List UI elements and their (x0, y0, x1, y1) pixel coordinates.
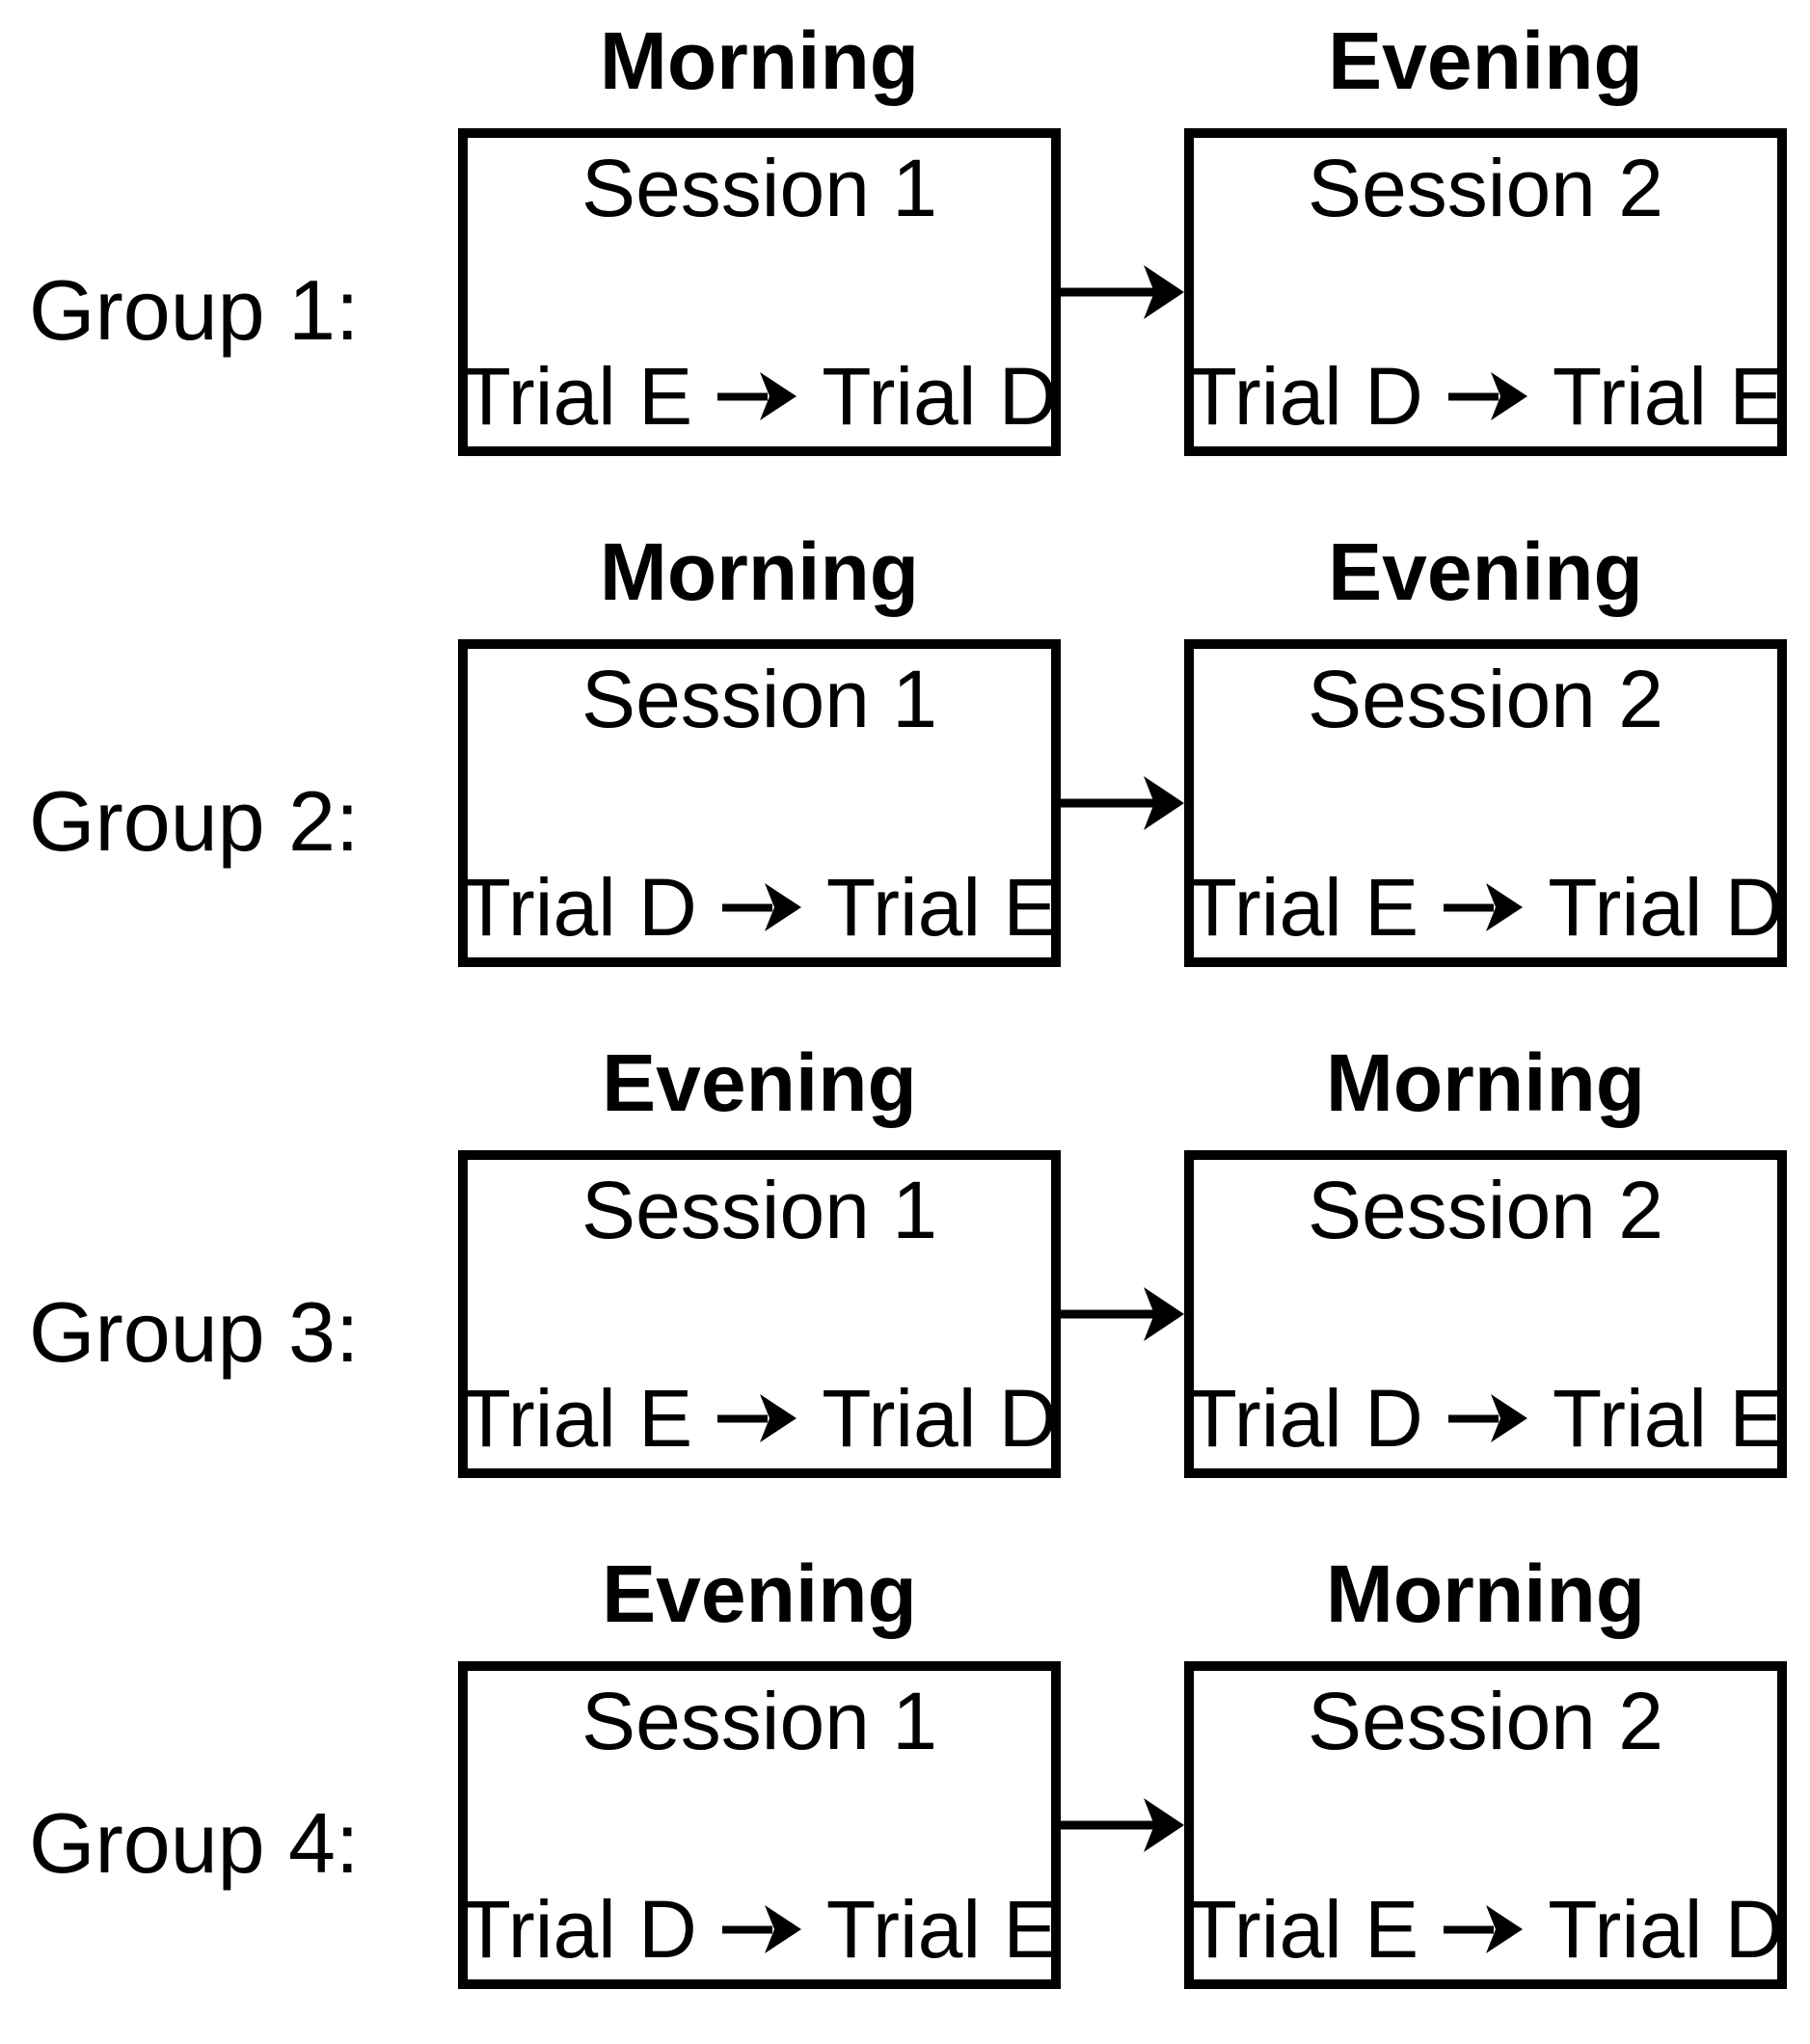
session-connector-right-arrow-icon (1061, 776, 1184, 830)
session-2-column: Morning Session 2 Trial E Trial D (1184, 1533, 1787, 1989)
right-arrow-icon (1447, 372, 1527, 420)
session-title: Session 1 (581, 654, 937, 744)
trial-first-label: Trial E (1187, 1884, 1419, 1975)
trial-first-label: Trial D (1187, 351, 1423, 442)
right-arrow-icon (721, 883, 801, 931)
time-of-day-heading: Evening (1328, 525, 1643, 617)
right-arrow-icon (1444, 1905, 1524, 1953)
session-box: Session 1 Trial D Trial E (458, 639, 1061, 967)
group-label: Group 2: (29, 773, 360, 869)
trial-second-label: Trial E (825, 862, 1058, 953)
trial-first-label: Trial D (1187, 1373, 1423, 1464)
right-arrow-icon (1447, 1394, 1527, 1442)
trial-sequence: Trial D Trial E (1188, 1378, 1784, 1459)
time-of-day-heading: Morning (1325, 1547, 1646, 1639)
trial-second-label: Trial D (822, 1373, 1058, 1464)
session-title: Session 2 (1308, 1165, 1663, 1255)
trial-second-label: Trial E (1552, 1373, 1784, 1464)
time-of-day-heading: Evening (602, 1547, 917, 1639)
session-2-column: Evening Session 2 Trial E Trial D (1184, 511, 1787, 967)
trial-second-label: Trial D (1548, 862, 1784, 953)
trial-first-label: Trial D (461, 1884, 697, 1975)
session-title: Session 1 (581, 1165, 937, 1255)
trial-sequence: Trial D Trial E (1188, 356, 1784, 437)
group-label: Group 4: (29, 1795, 360, 1891)
right-arrow-icon (717, 372, 797, 420)
session-box: Session 2 Trial D Trial E (1184, 128, 1787, 456)
session-box: Session 1 Trial D Trial E (458, 1661, 1061, 1989)
session-connector-right-arrow-icon (1061, 265, 1184, 319)
group-row: Group 1: Morning Session 1 Trial E Trial… (0, 0, 1810, 511)
trial-sequence: Trial E Trial D (1188, 867, 1784, 948)
session-box: Session 2 Trial E Trial D (1184, 1661, 1787, 1989)
session-title: Session 1 (581, 143, 937, 233)
group-label: Group 1: (29, 262, 360, 358)
session-1-column: Morning Session 1 Trial E Trial D (458, 0, 1061, 456)
time-of-day-heading: Morning (1325, 1036, 1646, 1128)
trial-first-label: Trial E (461, 1373, 693, 1464)
session-box: Session 1 Trial E Trial D (458, 128, 1061, 456)
trial-second-label: Trial E (1552, 351, 1784, 442)
session-box: Session 1 Trial E Trial D (458, 1150, 1061, 1478)
session-connector-right-arrow-icon (1061, 1287, 1184, 1341)
group-row: Group 3: Evening Session 1 Trial E Trial… (0, 1022, 1810, 1533)
session-connector-right-arrow-icon (1061, 1798, 1184, 1852)
trial-first-label: Trial D (461, 862, 697, 953)
session-1-column: Evening Session 1 Trial E Trial D (458, 1022, 1061, 1478)
session-title: Session 2 (1308, 143, 1663, 233)
right-arrow-icon (721, 1905, 801, 1953)
time-of-day-heading: Evening (1328, 14, 1643, 106)
session-2-column: Evening Session 2 Trial D Trial E (1184, 0, 1787, 456)
time-of-day-heading: Evening (602, 1036, 917, 1128)
trial-sequence: Trial E Trial D (1188, 1889, 1784, 1970)
session-title: Session 1 (581, 1676, 937, 1766)
group-row: Group 2: Morning Session 1 Trial D Trial… (0, 511, 1810, 1022)
session-1-column: Morning Session 1 Trial D Trial E (458, 511, 1061, 967)
trial-sequence: Trial D Trial E (462, 867, 1058, 948)
trial-sequence: Trial D Trial E (462, 1889, 1058, 1970)
right-arrow-icon (1444, 883, 1524, 931)
trial-first-label: Trial E (461, 351, 693, 442)
right-arrow-icon (717, 1394, 797, 1442)
session-1-column: Evening Session 1 Trial D Trial E (458, 1533, 1061, 1989)
session-box: Session 2 Trial D Trial E (1184, 1150, 1787, 1478)
session-box: Session 2 Trial E Trial D (1184, 639, 1787, 967)
time-of-day-heading: Morning (599, 525, 920, 617)
session-title: Session 2 (1308, 654, 1663, 744)
trial-first-label: Trial E (1187, 862, 1419, 953)
trial-second-label: Trial D (822, 351, 1058, 442)
trial-second-label: Trial E (825, 1884, 1058, 1975)
group-row: Group 4: Evening Session 1 Trial D Trial… (0, 1533, 1810, 2044)
time-of-day-heading: Morning (599, 14, 920, 106)
trial-sequence: Trial E Trial D (462, 356, 1058, 437)
session-2-column: Morning Session 2 Trial D Trial E (1184, 1022, 1787, 1478)
session-title: Session 2 (1308, 1676, 1663, 1766)
group-label: Group 3: (29, 1284, 360, 1380)
trial-sequence: Trial E Trial D (462, 1378, 1058, 1459)
trial-second-label: Trial D (1548, 1884, 1784, 1975)
